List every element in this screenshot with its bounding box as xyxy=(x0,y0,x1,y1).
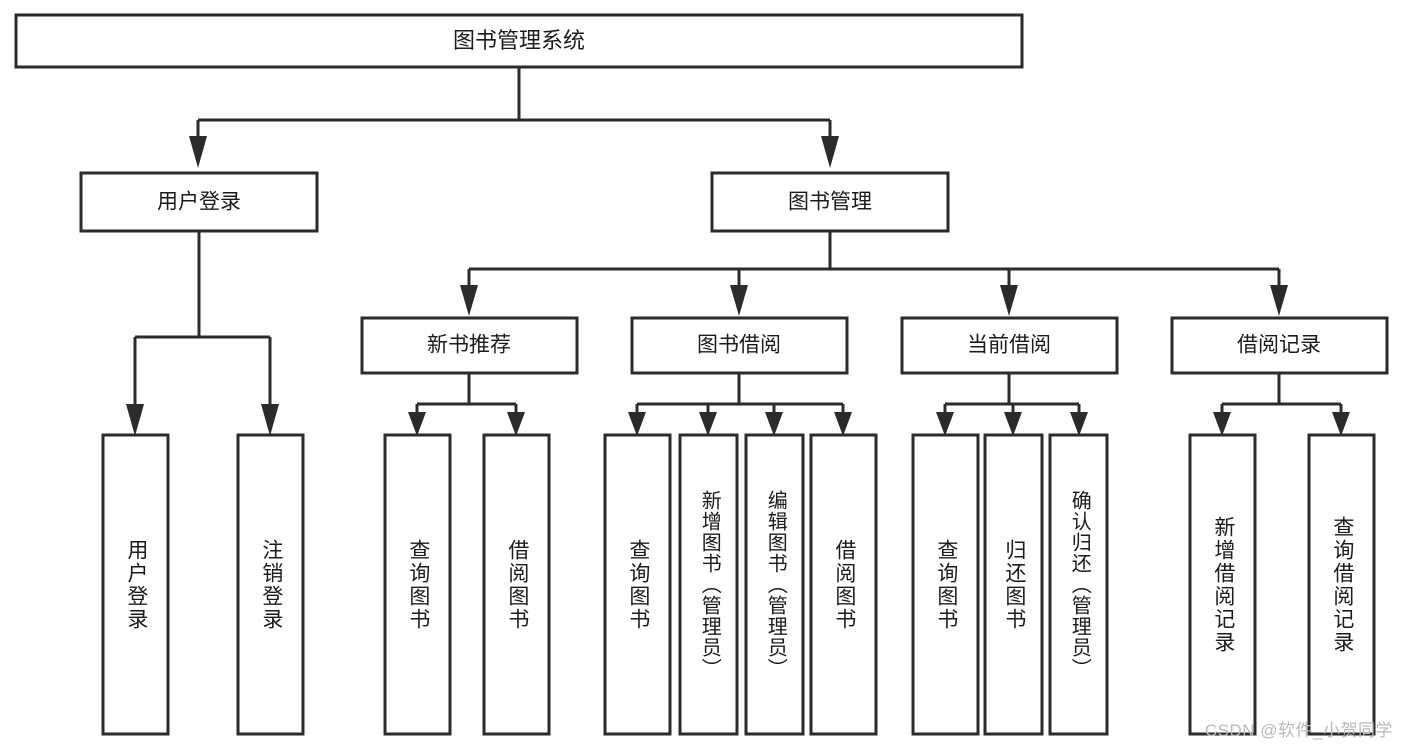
node-current-borrow[interactable]: 当前借阅 xyxy=(900,316,1119,375)
leaf-box-borrow-book-1[interactable] xyxy=(482,433,551,736)
node-borrow-record[interactable]: 借阅记录 xyxy=(1170,316,1389,375)
node-current-borrow-label: 当前借阅 xyxy=(967,334,1051,357)
arrow-head-icon xyxy=(1270,285,1288,316)
arrow-head-icon xyxy=(628,412,646,436)
node-user-login-label: 用户登录 xyxy=(157,191,241,214)
arrow-head-icon xyxy=(936,412,954,436)
node-book-management-label: 图书管理 xyxy=(788,191,872,214)
node-user-login-box[interactable] xyxy=(79,171,319,233)
node-book-borrow-label: 图书借阅 xyxy=(697,334,781,357)
arrow-head-icon xyxy=(1004,412,1022,436)
node-user-login[interactable]: 用户登录 xyxy=(79,171,319,233)
leaf-box-query-book-2[interactable] xyxy=(603,433,672,736)
leaf-box-edit-book-admin[interactable] xyxy=(744,433,805,736)
node-root-box[interactable] xyxy=(14,13,1024,69)
leaf-box-add-borrow-record[interactable] xyxy=(1188,433,1257,736)
node-book-management[interactable]: 图书管理 xyxy=(710,171,950,233)
arrow-head-icon xyxy=(1213,412,1231,436)
arrow-head-icon xyxy=(1070,412,1088,436)
connector-user-login-to-leaves xyxy=(126,231,279,436)
node-new-book-recommend[interactable]: 新书推荐 xyxy=(360,316,579,375)
connector-borrow-record-to-leaves xyxy=(1213,373,1350,436)
node-current-borrow-box[interactable] xyxy=(900,316,1119,375)
watermark-text: CSDN @软件_小贺同学 xyxy=(1204,721,1393,740)
leaf-box-logout[interactable] xyxy=(236,433,305,736)
leaf-box-confirm-return-admin[interactable] xyxy=(1048,433,1109,736)
arrow-head-icon xyxy=(699,412,717,436)
node-book-borrow[interactable]: 图书借阅 xyxy=(630,316,849,375)
leaf-box-query-borrow-record[interactable] xyxy=(1307,433,1376,736)
connector-new-book-recommend-to-leaves xyxy=(408,373,525,436)
arrow-head-icon xyxy=(834,412,852,436)
node-root[interactable]: 图书管理系统 xyxy=(14,13,1024,69)
arrow-head-icon xyxy=(730,285,748,316)
connector-current-borrow-to-leaves xyxy=(936,373,1088,436)
connector-book-borrow-to-leaves xyxy=(628,373,852,436)
leaf-box-user-login[interactable] xyxy=(101,433,170,736)
arrow-head-icon xyxy=(1000,285,1018,316)
arrow-head-icon xyxy=(189,136,207,168)
leaf-box-return-book[interactable] xyxy=(983,433,1044,736)
connector-book-management-to-level2 xyxy=(460,231,1288,316)
leaf-box-query-book-3[interactable] xyxy=(911,433,980,736)
node-borrow-record-label: 借阅记录 xyxy=(1237,334,1321,357)
arrow-head-icon xyxy=(126,404,144,436)
leaf-box-borrow-book-2[interactable] xyxy=(809,433,878,736)
node-new-book-recommend-label: 新书推荐 xyxy=(427,334,511,357)
arrow-head-icon xyxy=(460,285,478,316)
leaf-box-add-book-admin[interactable] xyxy=(678,433,739,736)
arrow-head-icon xyxy=(408,412,426,436)
node-new-book-recommend-box[interactable] xyxy=(360,316,579,375)
arrow-head-icon xyxy=(261,404,279,436)
leaf-box-query-book-1[interactable] xyxy=(383,433,452,736)
arrow-head-icon xyxy=(1332,412,1350,436)
connector-root-to-level1 xyxy=(189,67,839,168)
arrow-head-icon xyxy=(507,412,525,436)
arrow-head-icon xyxy=(765,412,783,436)
arrow-head-icon xyxy=(821,136,839,168)
node-root-label: 图书管理系统 xyxy=(453,28,585,53)
